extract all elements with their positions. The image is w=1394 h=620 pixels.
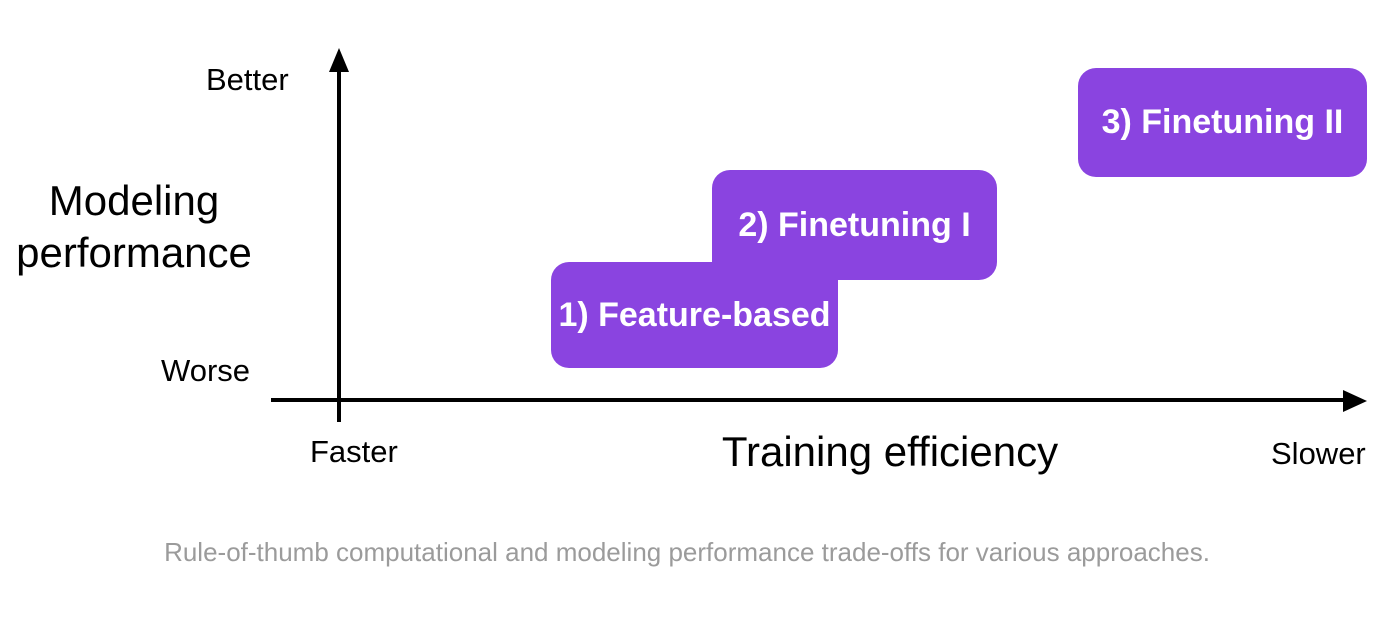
- y-axis-line: [337, 64, 341, 422]
- approach-box-label: 2) Finetuning I: [738, 205, 971, 244]
- x-axis-arrowhead-icon: [1343, 390, 1367, 412]
- y-axis-title: Modeling performance: [16, 177, 252, 276]
- x-axis-right-label: Slower: [1271, 436, 1366, 471]
- figure-caption: Rule-of-thumb computational and modeling…: [0, 531, 1374, 573]
- approach-box-finetuning-1: 2) Finetuning I: [712, 170, 997, 280]
- approach-box-label: 1) Feature-based: [558, 295, 831, 334]
- y-axis-bottom-label: Worse: [161, 353, 251, 388]
- figure-caption-text: Rule-of-thumb computational and modeling…: [164, 537, 1210, 567]
- approach-box-label: 3) Finetuning II: [1101, 103, 1344, 141]
- x-axis-title: Training efficiency: [721, 428, 1059, 475]
- x-axis-line: [271, 398, 1347, 402]
- x-axis-left-label: Faster: [310, 434, 398, 469]
- y-axis-arrowhead-icon: [329, 48, 349, 72]
- approach-box-finetuning-2: 3) Finetuning II: [1078, 68, 1367, 177]
- y-axis-top-label: Better: [206, 62, 289, 97]
